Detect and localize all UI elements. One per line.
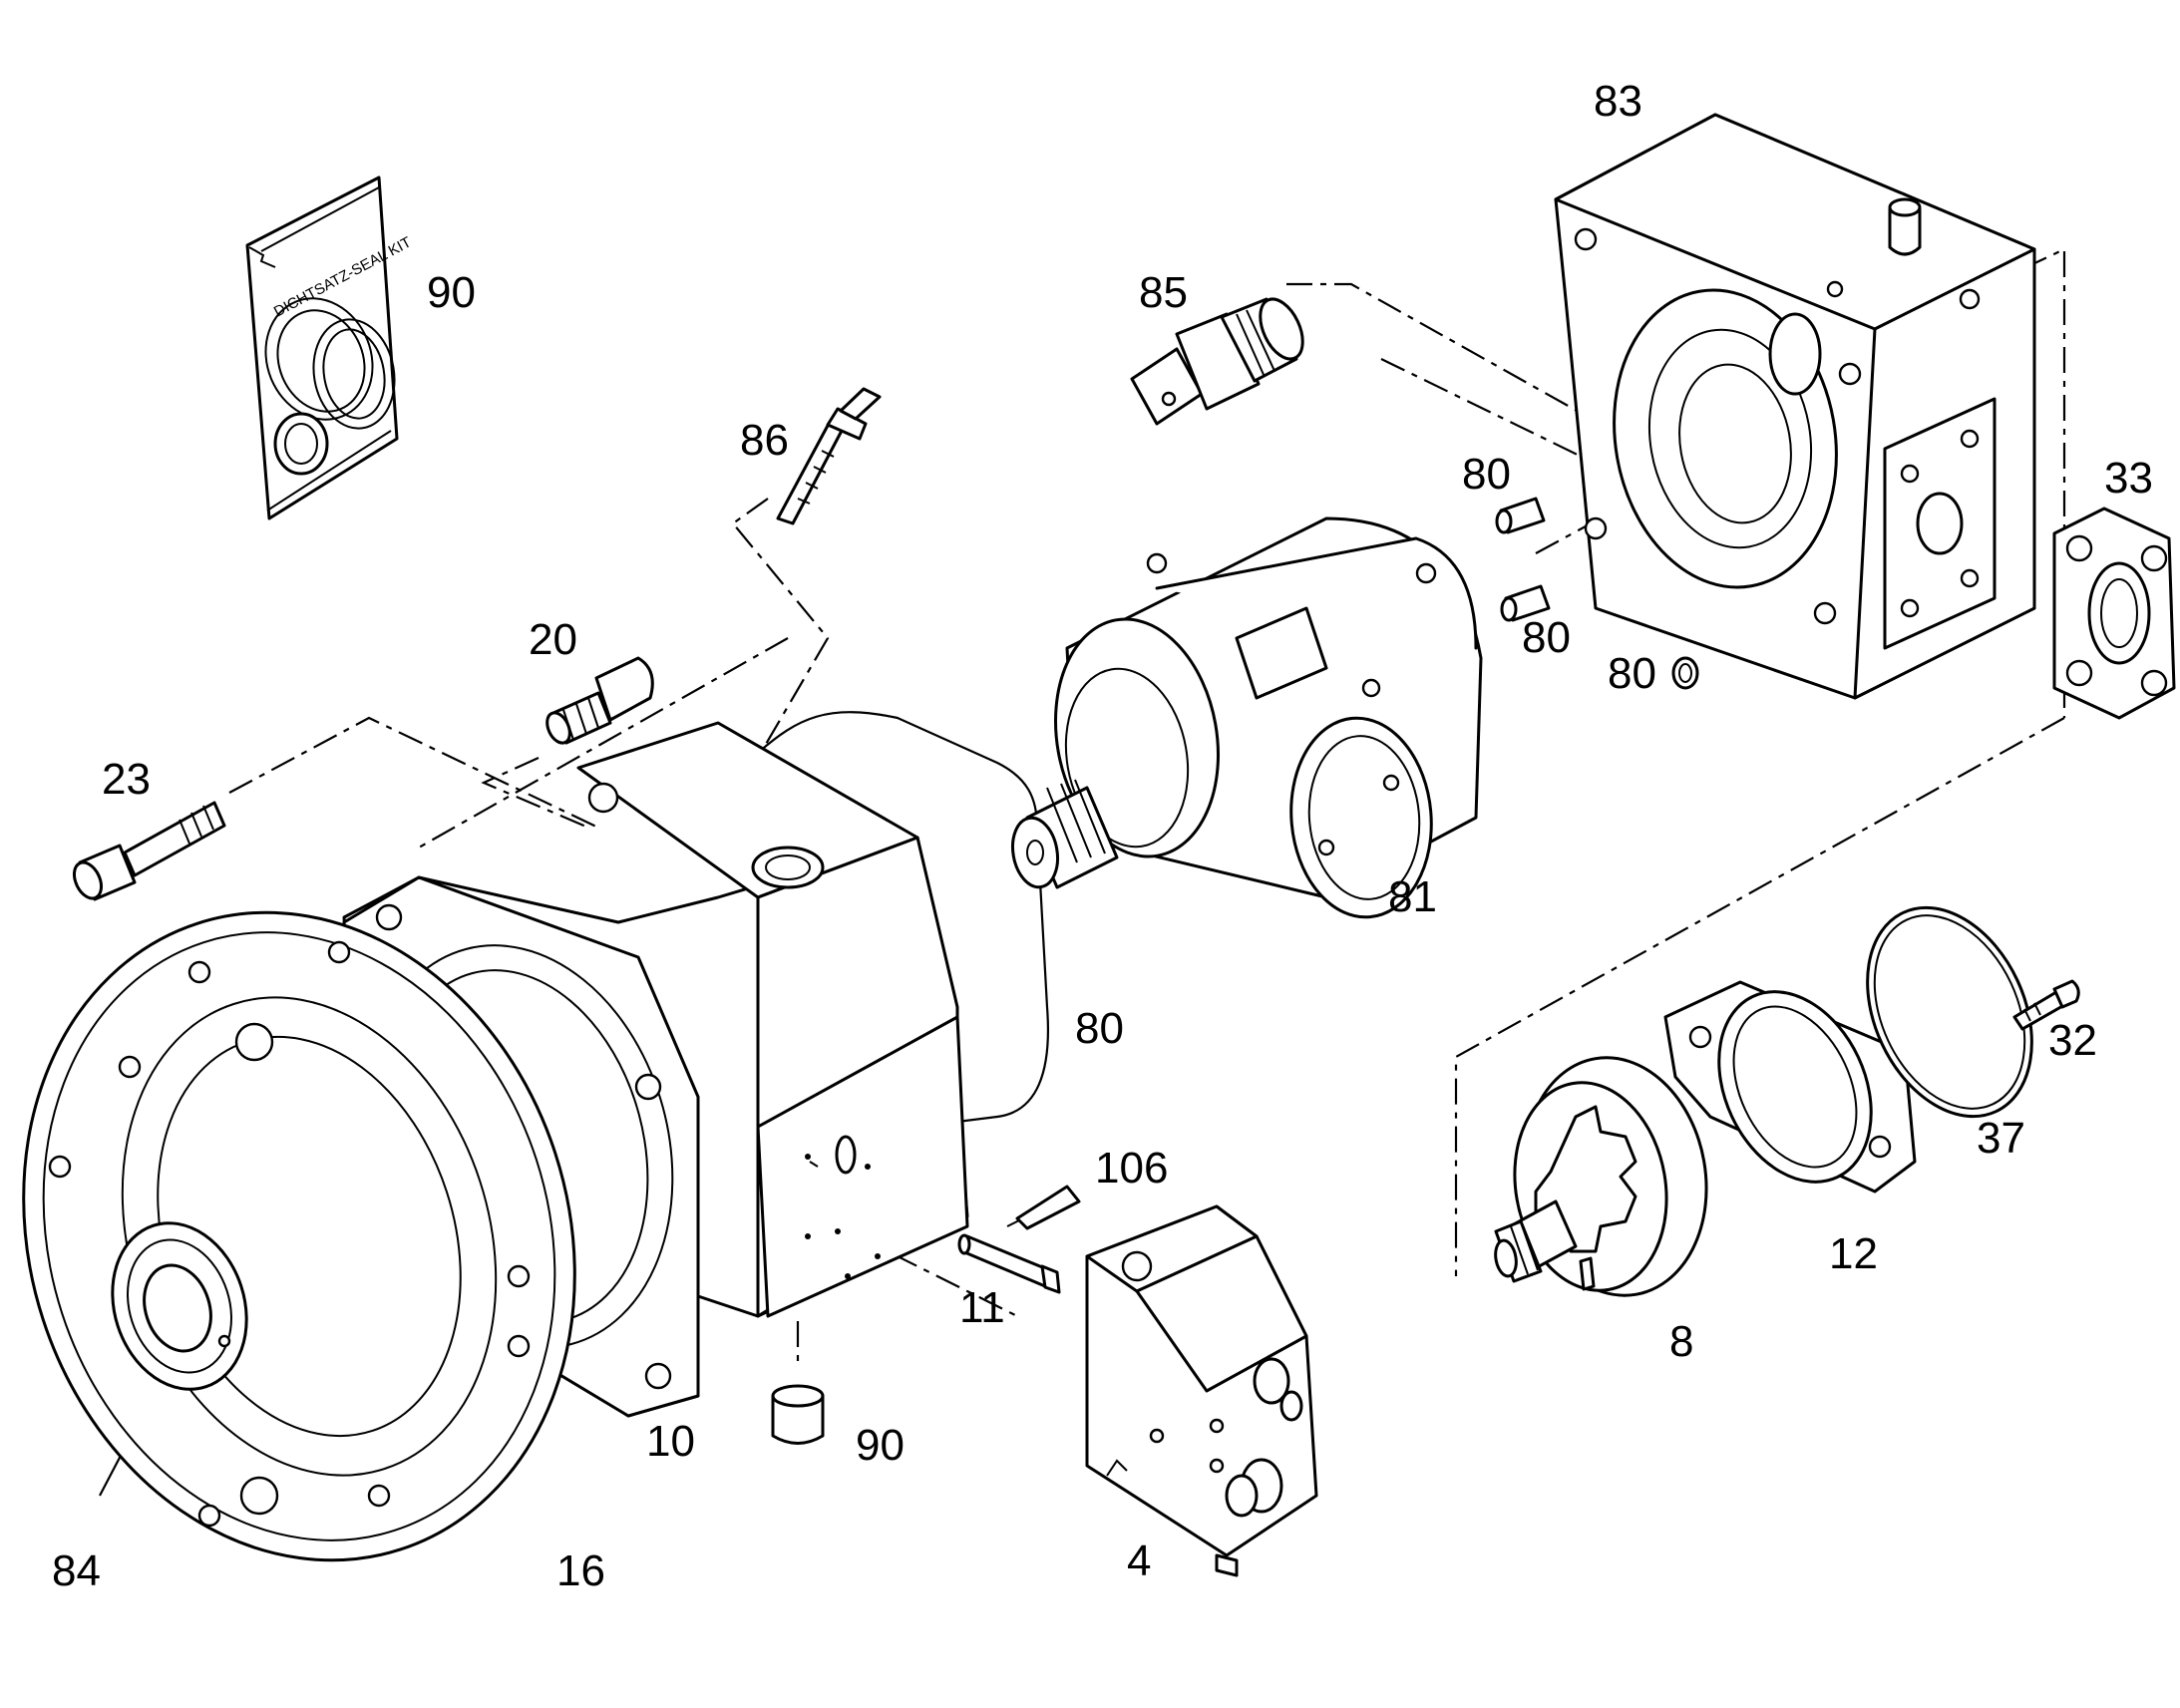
control-block-4	[1085, 1204, 1318, 1577]
callout-20: 20	[529, 615, 577, 664]
callout-80-gasket: 80	[1075, 1004, 1124, 1053]
oring-37	[1866, 905, 2033, 1119]
callout-85: 85	[1139, 268, 1188, 317]
callout-83: 83	[1594, 77, 1642, 126]
plug-90	[771, 1384, 825, 1445]
flange-plate-16	[22, 910, 576, 1562]
callout-labels: 90 86 85 83 80 80 80 33 20 23 81 80 106 …	[52, 77, 2153, 1595]
seal-kit-bag: DICHTSATZ-SEAL KIT	[245, 175, 414, 520]
callout-10: 10	[646, 1417, 695, 1466]
callout-37: 37	[1977, 1114, 2025, 1163]
callout-80-oring: 80	[1608, 649, 1656, 698]
callout-16: 16	[556, 1546, 605, 1595]
callout-90-seal-kit: 90	[427, 268, 476, 317]
pin-80-upper	[1495, 497, 1546, 534]
callout-84: 84	[52, 1546, 101, 1595]
callout-90-plug: 90	[856, 1421, 905, 1470]
callout-86: 86	[740, 416, 789, 465]
pin-106	[1006, 1185, 1081, 1230]
gear-pump-8	[1494, 1056, 1708, 1297]
callout-106: 106	[1095, 1144, 1168, 1193]
valve-85	[1130, 297, 1304, 426]
screw-32	[2012, 979, 2080, 1031]
callout-23: 23	[102, 755, 151, 804]
end-cover-83	[1554, 113, 2036, 700]
rotating-group-81	[1010, 516, 1483, 919]
bolt-23	[72, 801, 226, 901]
callout-11: 11	[959, 1283, 1005, 1332]
callout-12: 12	[1829, 1229, 1878, 1278]
callout-80-upper: 80	[1462, 450, 1511, 499]
pin-80-lower	[1500, 584, 1551, 622]
callout-8: 8	[1669, 1317, 1693, 1366]
screw-20	[545, 656, 654, 745]
callout-33: 33	[2104, 454, 2153, 503]
pin-11	[957, 1233, 1061, 1294]
fitting-86	[776, 387, 882, 525]
shaft-seal-84	[111, 1221, 248, 1391]
callout-81: 81	[1388, 872, 1437, 921]
callout-32: 32	[2048, 1016, 2097, 1065]
flange-33	[2052, 507, 2176, 720]
callout-80-middle: 80	[1522, 613, 1571, 662]
callout-4: 4	[1127, 1537, 1151, 1585]
oring-80-small	[1671, 656, 1699, 690]
flange-12	[1663, 980, 1917, 1194]
